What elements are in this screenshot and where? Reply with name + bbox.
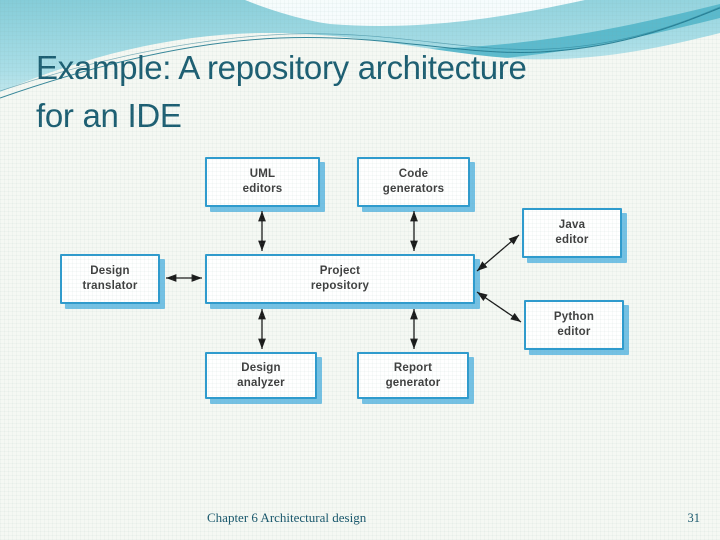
slide-title-line-2: for an IDE: [36, 97, 182, 134]
box-label-line: Design: [90, 265, 130, 277]
box-label-line: editor: [555, 234, 589, 246]
diagram-box-uml-editors: UML editors: [205, 157, 320, 207]
connector-repository-java-editor: [476, 234, 520, 272]
box-label-line: generator: [385, 376, 441, 389]
footer-chapter: Chapter 6 Architectural design: [207, 510, 367, 525]
box-label-line: analyzer: [237, 376, 285, 389]
diagram-box-report-generator: Report generator: [357, 352, 469, 399]
wave-thin-line-2: [0, 6, 720, 92]
box-label-line: Design: [241, 361, 281, 374]
slide-title-line-1: Example: A repository architecture: [36, 49, 527, 86]
diagram-box-design-analyzer: Design analyzer: [205, 352, 317, 399]
box-label-line: editor: [557, 326, 591, 338]
diagram-box-python-editor: Python editor: [524, 300, 624, 350]
wave-white-top-swoosh: [245, 0, 585, 26]
diagram-box-project-repository: Project repository: [205, 254, 475, 304]
box-label-line: generators: [382, 183, 445, 195]
box-label-line: Code: [398, 168, 429, 180]
connector-repository-python-editor: [476, 291, 522, 323]
box-label-line: Report: [393, 361, 433, 374]
box-label-line: editors: [242, 183, 283, 195]
diagram-box-code-generators: Code generators: [357, 157, 470, 207]
top-wave-decoration: [0, 0, 720, 160]
page-number: 31: [687, 511, 701, 525]
wave-body-white: [0, 33, 720, 160]
box-label-line: Project: [319, 265, 361, 277]
box-label-line: UML: [249, 168, 276, 180]
slide-title: Example: A repository architecture for a…: [36, 44, 656, 140]
diagram-box-java-editor: Java editor: [522, 208, 622, 258]
box-label-line: Python: [553, 311, 595, 323]
box-label-line: Java: [558, 219, 586, 231]
box-label-line: translator: [82, 280, 138, 292]
diagram-box-design-translator: Design translator: [60, 254, 160, 304]
box-label-line: repository: [310, 280, 370, 292]
wave-thin-line-1: [0, 7, 720, 99]
